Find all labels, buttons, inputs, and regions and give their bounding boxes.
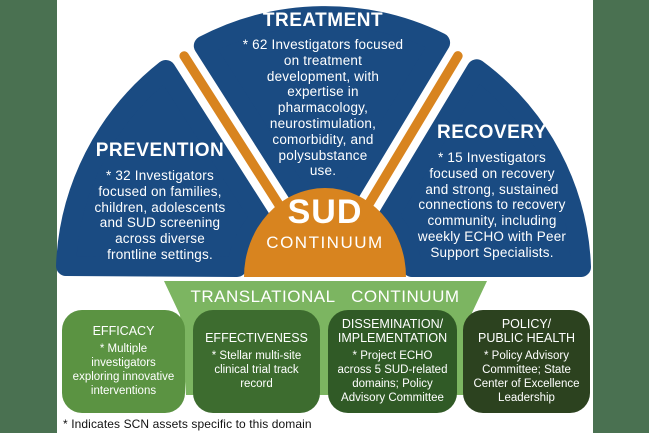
prevention-description: * 32 Investigators focused on families, … <box>94 168 226 262</box>
policy-public-health-box: POLICY/ PUBLIC HEALTH * Policy Advisory … <box>463 310 590 413</box>
sud-subtitle: CONTINUUM <box>266 233 384 252</box>
footnote: * Indicates SCN assets specific to this … <box>63 417 312 431</box>
efficacy-description: * Multiple investigators exploring innov… <box>72 343 175 397</box>
sud-continuum-label: SUD CONTINUUM <box>245 195 405 253</box>
efficacy-box: EFFICACY * Multiple investigators explor… <box>62 310 185 413</box>
translational-continuum-label: TRANSLATIONAL CONTINUUM <box>190 287 460 306</box>
recovery-description: * 15 Investigators focused on recovery a… <box>417 150 567 260</box>
dissemination-implementation-description: * Project ECHO across 5 SUD-related doma… <box>337 350 448 404</box>
effectiveness-description: * Stellar multi-site clinical trial trac… <box>211 350 302 390</box>
policy-public-health-title: POLICY/ PUBLIC HEALTH <box>477 317 575 346</box>
treatment-segment: TREATMENT * 62 Investigators focused on … <box>228 10 418 179</box>
treatment-title: TREATMENT <box>262 10 384 31</box>
effectiveness-title: EFFECTIVENESS <box>205 331 308 346</box>
left-divider-stripe <box>179 51 293 223</box>
recovery-wedge-shape <box>378 59 591 277</box>
right-background-band <box>593 0 649 433</box>
prevention-title: PREVENTION <box>95 140 225 161</box>
dissemination-implementation-title: DISSEMINATION/ IMPLEMENTATION <box>337 317 448 346</box>
left-background-band <box>0 0 57 433</box>
prevention-segment: PREVENTION * 32 Investigators focused on… <box>62 140 258 263</box>
treatment-description: * 62 Investigators focused on treatment … <box>242 37 404 179</box>
prevention-wedge-shape <box>56 60 271 277</box>
recovery-title: RECOVERY <box>437 122 547 143</box>
effectiveness-box: EFFECTIVENESS * Stellar multi-site clini… <box>193 310 320 413</box>
right-divider-stripe <box>356 51 463 222</box>
policy-public-health-description: * Policy Advisory Committee; State Cente… <box>473 350 580 404</box>
efficacy-title: EFFICACY <box>92 324 155 339</box>
sud-title: SUD <box>287 193 363 231</box>
recovery-segment: RECOVERY * 15 Investigators focused on r… <box>397 122 587 261</box>
dissemination-implementation-box: DISSEMINATION/ IMPLEMENTATION * Project … <box>328 310 457 413</box>
